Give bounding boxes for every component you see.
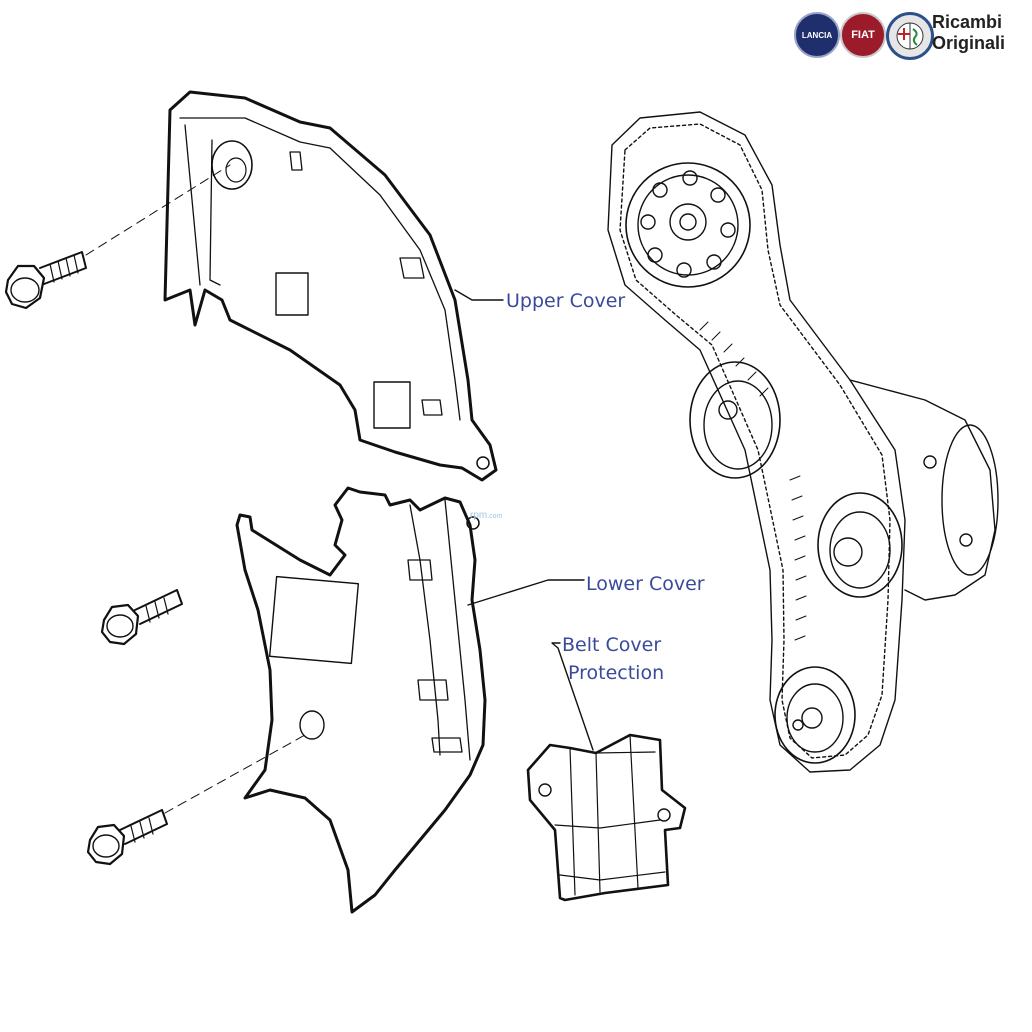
watermark-main: rpm (470, 510, 488, 521)
brand-title-line1: Ricambi (932, 12, 1003, 32)
watermark-suffix: .com (487, 513, 503, 520)
lancia-logo-text: LANCIA (801, 30, 833, 40)
upper-cover-label: Upper Cover (506, 290, 626, 312)
belt-cover-protection-part (526, 733, 687, 902)
lower-bolt-part (86, 734, 306, 866)
lower-cover-part (235, 486, 487, 914)
watermark: rpm.com (470, 510, 502, 521)
lancia-logo: LANCIA (794, 12, 840, 58)
upper-cover-part (163, 90, 498, 482)
brand-title: Ricambi Originali (932, 12, 1005, 54)
alfa-romeo-emblem-icon (896, 22, 924, 50)
upper-bolt-part (4, 164, 231, 310)
leader-lines (454, 289, 594, 751)
fiat-logo-text: FIAT (851, 29, 875, 41)
lower-cover-label: Lower Cover (586, 573, 705, 595)
fiat-logo: FIAT (840, 12, 886, 58)
alfa-romeo-logo (886, 12, 934, 60)
middle-bolt-part (100, 589, 183, 646)
timing-belt-assembly (607, 111, 999, 773)
belt-cover-label-line1: Belt Cover (562, 634, 662, 656)
brand-title-line2: Originali (932, 33, 1006, 53)
belt-cover-label-line2: Protection (568, 662, 665, 684)
